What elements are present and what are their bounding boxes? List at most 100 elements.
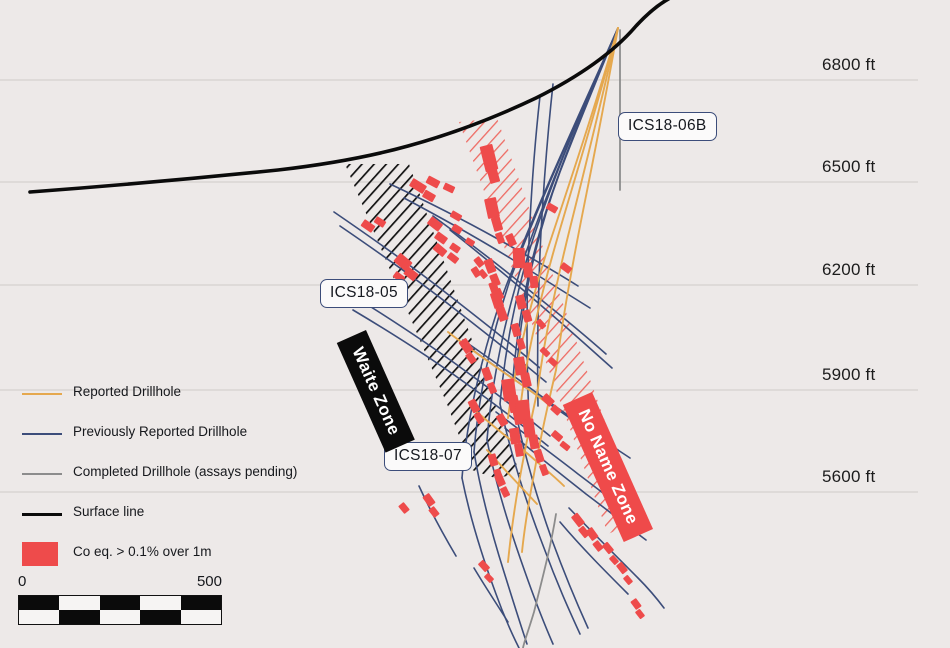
legend-swatch-line	[22, 473, 62, 475]
mineralized-interval	[481, 366, 493, 382]
drillhole-label-ics18-05[interactable]: ICS18-05	[320, 279, 408, 308]
mineralized-interval	[509, 427, 521, 445]
legend-swatch-line	[22, 393, 62, 395]
elevation-label-6500: 6500 ft	[822, 157, 876, 176]
mineralized-interval	[488, 281, 500, 295]
mineralized-interval	[533, 448, 545, 464]
drillhole-label-ics18-06b[interactable]: ICS18-06B	[618, 112, 717, 141]
legend-item: Co eq. > 0.1% over 1m	[18, 536, 288, 576]
mineralized-interval	[464, 237, 476, 247]
mineralized-interval	[449, 242, 461, 254]
mineralized-interval	[449, 210, 463, 222]
mineralized-interval	[486, 381, 498, 395]
mineralized-interval	[535, 318, 547, 330]
mineralized-interval	[602, 541, 614, 555]
legend-label: Surface line	[73, 504, 145, 519]
legend-item: Reported Drillhole	[18, 376, 288, 416]
legend-item: Surface line	[18, 496, 288, 536]
mineralized-interval	[434, 231, 448, 245]
mineralized-interval	[484, 573, 494, 583]
mineralized-interval	[409, 178, 427, 194]
mineralized-interval	[521, 309, 533, 323]
mineralized-interval	[541, 393, 555, 407]
legend-label: Previously Reported Drillhole	[73, 424, 248, 439]
elevation-label-6800: 6800 ft	[822, 55, 876, 74]
legend-item: Previously Reported Drillhole	[18, 416, 288, 456]
mineralized-interval	[403, 266, 419, 282]
elevation-label-6200: 6200 ft	[822, 260, 876, 279]
scale-bar-end-label: 500	[196, 573, 222, 590]
mineralized-interval	[446, 252, 460, 264]
mineralized-interval	[490, 216, 504, 232]
mineralized-interval	[550, 404, 562, 416]
mineralized-interval	[514, 443, 524, 457]
mineralized-interval	[490, 291, 504, 309]
mineralized-interval	[505, 233, 517, 247]
elevation-label-5900: 5900 ft	[822, 365, 876, 384]
mineralized-interval	[592, 540, 604, 552]
scale-bar-cell	[140, 610, 181, 624]
mineralized-interval	[478, 269, 488, 279]
mineralized-interval	[609, 555, 619, 565]
mineralized-interval	[635, 609, 645, 619]
mineralized-interval	[467, 398, 481, 414]
mineralized-interval	[528, 434, 540, 450]
scale-bar-cell	[59, 610, 100, 624]
mineralized-interval	[473, 411, 485, 425]
legend-label: Completed Drillhole (assays pending)	[73, 464, 298, 479]
mineralized-interval	[499, 486, 511, 498]
legend-swatch-line	[22, 433, 62, 435]
legend-label: Reported Drillhole	[73, 384, 182, 399]
scale-bar-cell	[99, 596, 141, 610]
mineralized-interval	[529, 275, 539, 289]
mineralized-interval	[559, 262, 573, 274]
mineralized-interval	[458, 338, 474, 354]
scale-bar-cell	[180, 596, 221, 610]
scale-bar-cell	[181, 610, 221, 624]
mineralized-interval	[514, 399, 532, 425]
scale-bar-checkerboard	[18, 595, 222, 625]
mineralized-interval	[470, 266, 482, 278]
mineralized-interval	[473, 256, 485, 268]
mineralized-interval	[483, 258, 497, 274]
scale-bar-cell	[140, 596, 180, 610]
mineralized-interval	[548, 357, 558, 367]
mineralized-interval	[485, 164, 501, 184]
legend-item: Completed Drillhole (assays pending)	[18, 456, 297, 496]
mineralized-interval	[513, 356, 527, 376]
legend-swatch-line	[22, 513, 62, 516]
mineralized-interval	[422, 493, 436, 507]
mineralized-interval	[578, 525, 590, 539]
mineralized-interval	[398, 502, 410, 514]
mineralized-interval	[516, 337, 526, 351]
mineralized-interval	[539, 346, 551, 358]
mineralized-interval	[393, 253, 413, 271]
mineralized-interval	[422, 189, 436, 203]
legend-swatch-mineralization	[22, 542, 58, 566]
drillhole-label-ics18-07[interactable]: ICS18-07	[384, 442, 472, 471]
mineralized-interval	[427, 216, 443, 232]
scale-bar-cell	[100, 610, 140, 624]
mineralized-interval	[522, 418, 536, 438]
mineralized-interval	[559, 440, 571, 452]
scale-bar-endpoints: 0 500	[18, 573, 222, 595]
scale-bar: 0 500	[18, 573, 222, 625]
mineralized-interval	[512, 247, 526, 269]
mineralized-interval	[630, 598, 642, 610]
mineralized-interval	[360, 219, 376, 233]
scale-bar-cell	[19, 596, 60, 610]
mineralized-interval	[616, 561, 628, 575]
mineralized-interval	[539, 463, 549, 477]
scale-bar-cell	[59, 596, 99, 610]
mineralized-interval	[442, 182, 456, 194]
mineralized-interval	[432, 243, 448, 257]
mineralized-interval	[550, 430, 564, 442]
mineralized-interval	[623, 575, 633, 585]
legend-label: Co eq. > 0.1% over 1m	[73, 544, 212, 559]
mineralized-interval	[487, 453, 499, 467]
mineralized-interval	[523, 262, 533, 278]
mineralized-interval	[493, 468, 503, 480]
mineralized-interval	[373, 216, 387, 228]
